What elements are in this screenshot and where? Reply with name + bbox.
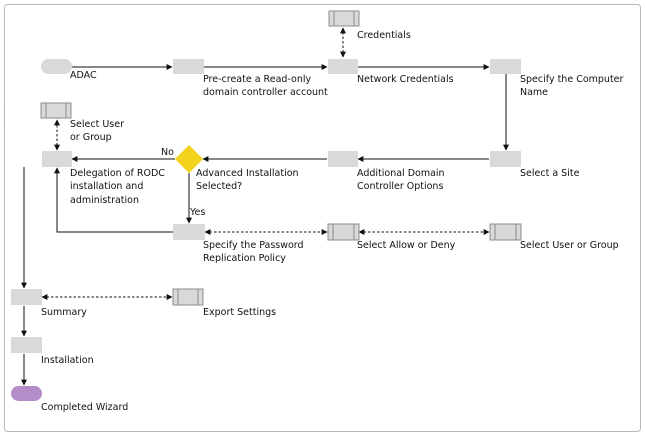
summary-label: Summary [41,307,87,318]
allow-deny-label: Select Allow or Deny [357,240,456,251]
installation-step [11,337,42,353]
delegation-label-line3: administration [70,195,139,206]
select-site-step [490,151,521,167]
specify-computer-step [490,59,521,74]
additional-options-label-line1: Additional Domain [357,168,445,179]
password-policy-step [173,224,205,240]
credentials-subprocess [328,10,360,27]
password-policy-label-line2: Replication Policy [203,253,286,264]
diagram-frame [4,4,641,432]
select-user-subprocess-left [40,102,72,119]
advanced-installation-label-line2: Selected? [196,181,242,192]
password-policy-label-line1: Specify the Password [203,240,304,251]
specify-computer-label-line2: Name [520,87,548,98]
select-user-left-label-line2: or Group [70,132,112,143]
credentials-label: Credentials [357,30,411,41]
connector-policy-delegation [54,167,173,233]
export-settings-label: Export Settings [203,307,276,318]
select-user-subprocess-right [489,223,522,241]
network-credentials-step [328,59,358,74]
completed-end-node [11,386,42,401]
delegation-label-line2: installation and [70,181,143,192]
additional-options-label-line2: Controller Options [357,181,443,192]
adac-start-node [41,59,72,74]
decision-yes-label: Yes [189,207,205,218]
specify-computer-label-line1: Specify the Computer [520,74,624,85]
network-credentials-label: Network Credentials [357,74,454,85]
installation-label: Installation [41,355,94,366]
additional-options-step [328,151,358,167]
select-user-right-label: Select User or Group [520,240,619,251]
advanced-installation-decision [175,145,203,173]
precreate-label-line2: domain controller account [203,87,328,98]
precreate-step [173,59,204,74]
delegation-step [42,151,72,167]
adac-label: ADAC [70,70,97,81]
precreate-label-line1: Pre-create a Read-only [203,74,311,85]
advanced-installation-label-line1: Advanced Installation [196,168,299,179]
summary-step [11,289,42,305]
delegation-label-line1: Delegation of RODC [70,168,165,179]
decision-no-label: No [161,147,174,158]
connectors [21,27,509,386]
select-site-label: Select a Site [520,168,580,179]
export-settings-subprocess [172,288,204,306]
completed-label: Completed Wizard [41,402,128,413]
select-user-left-label-line1: Select User [70,119,124,130]
allow-deny-subprocess [327,223,360,241]
